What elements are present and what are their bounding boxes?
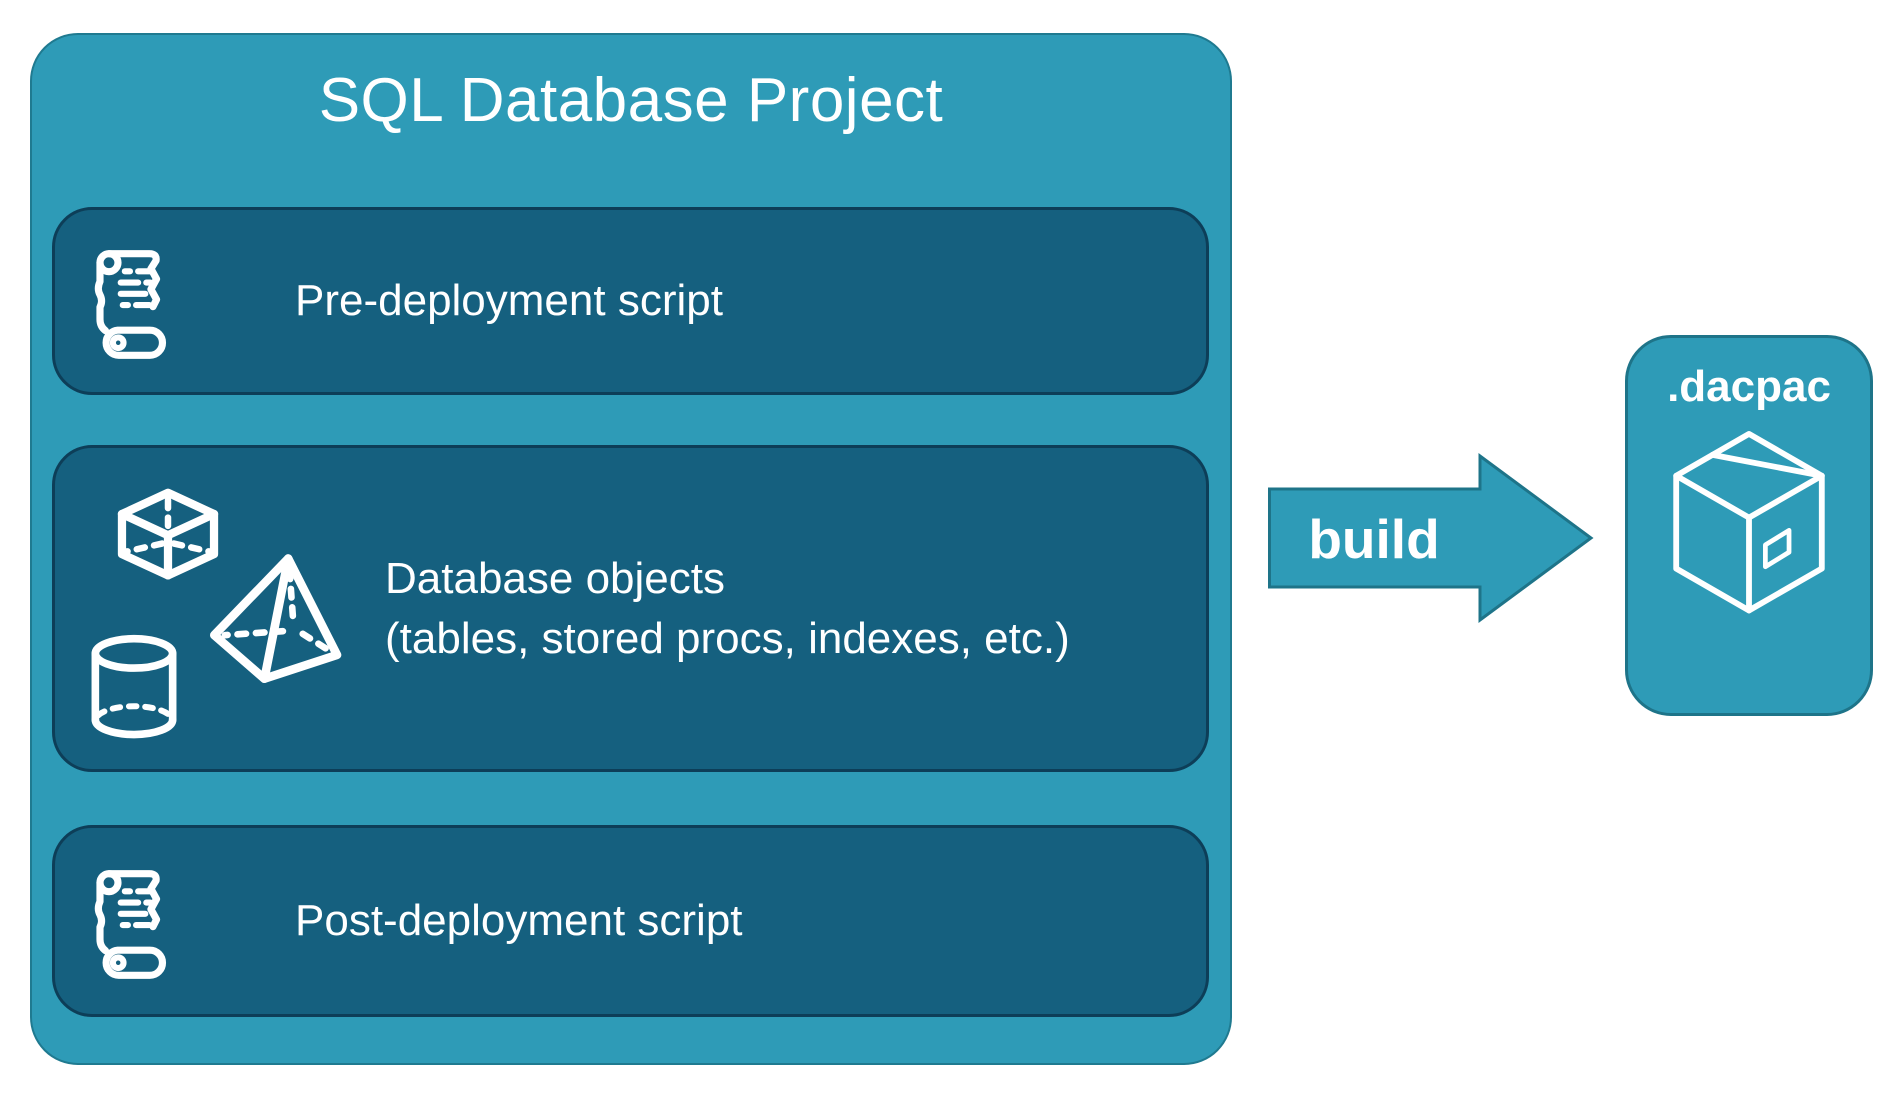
pre-deployment-label: Pre-deployment script [295,276,723,326]
pre-deployment-row: Pre-deployment script [52,207,1209,395]
package-icon [1658,428,1840,640]
database-objects-row: Database objects (tables, stored procs, … [52,445,1209,772]
post-deployment-row: Post-deployment script [52,825,1209,1017]
cylinder-icon [91,634,177,738]
scroll-icon [87,240,177,362]
pyramid-icon [209,553,342,683]
database-objects-label: Database objects (tables, stored procs, … [385,549,1070,668]
dacpac-label: .dacpac [1667,362,1831,411]
cube-icon [117,488,219,580]
project-title: SQL Database Project [318,66,944,135]
database-objects-subtitle: (tables, stored procs, indexes, etc.) [385,613,1070,663]
build-label: build [1308,508,1440,570]
post-deployment-label: Post-deployment script [295,896,743,946]
arrow-right-icon [1268,453,1594,623]
geometric-shapes-icon [85,458,347,760]
database-objects-title: Database objects [385,554,725,604]
build-arrow: build [1268,453,1594,623]
scroll-icon [87,860,177,982]
sql-database-project-box: SQL Database Project P [30,33,1232,1065]
dacpac-box: .dacpac [1625,335,1873,716]
